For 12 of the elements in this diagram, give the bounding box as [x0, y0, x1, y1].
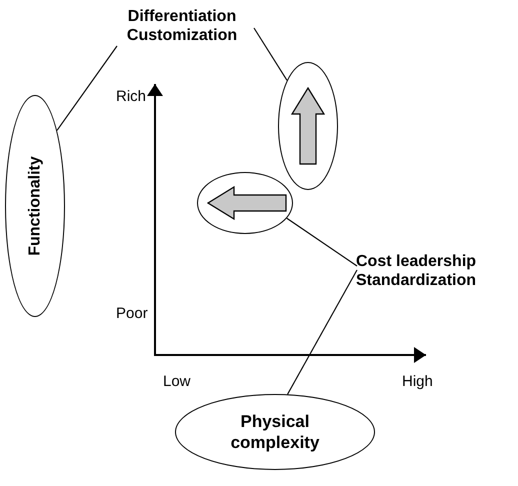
- axis-title: Physical complexity: [230, 411, 320, 453]
- axis-tick-label: Poor: [116, 305, 148, 322]
- axis-tick-label: Low: [163, 373, 191, 390]
- strategy-label: Cost leadership Standardization: [356, 252, 478, 290]
- leader-line: [56, 46, 118, 131]
- leader-line: [287, 270, 358, 395]
- leader-line: [254, 28, 288, 81]
- axis-title: Functionality: [26, 156, 44, 256]
- leader-line: [286, 218, 358, 266]
- axis-tick-label: Rich: [116, 88, 146, 105]
- strategy-label: Differentiation Customization: [126, 7, 238, 45]
- axis-tick-label: High: [402, 373, 433, 390]
